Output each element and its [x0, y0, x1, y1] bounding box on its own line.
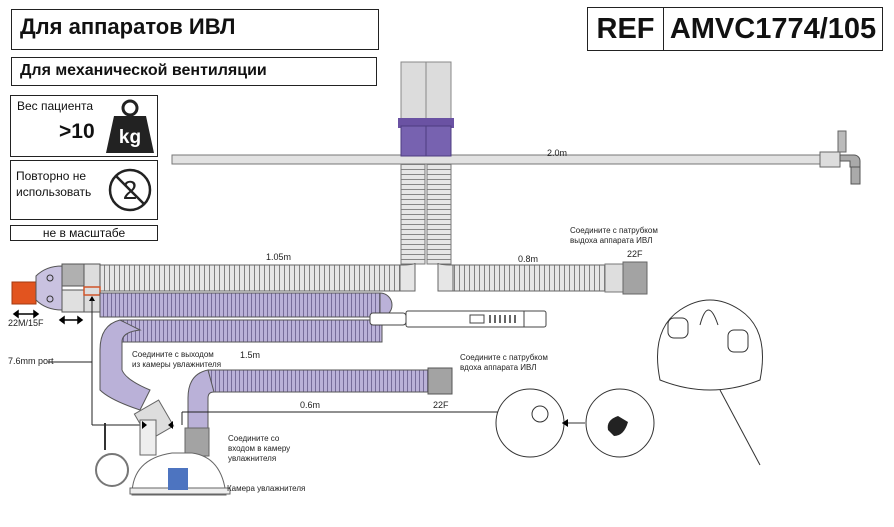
page-title: Для аппаратов ИВЛ [20, 14, 236, 39]
ref-label: REF [588, 8, 664, 50]
patient-weight-label: Вес пациента [17, 99, 94, 113]
label-tube-inspiratory-length: 1.5m [240, 350, 261, 360]
not-to-scale-box: не в масштабе [10, 225, 158, 241]
label-inspiratory-connect: Соедините с патрубком вдоха аппарата ИВЛ [460, 353, 548, 372]
label-inspiratory-size: 22F [433, 400, 449, 410]
label-tube-expiratory-length: 1.05m [266, 252, 292, 262]
label-tube-short-length: 0.6m [300, 400, 321, 410]
label-port: 7.6mm port [8, 356, 54, 366]
subtitle-box: Для механической вентиляции [11, 57, 377, 86]
ref-box: REF AMVC1774/105 [587, 7, 883, 51]
not-to-scale-label: не в масштабе [42, 226, 126, 240]
y-piece [398, 61, 454, 265]
weight-icon: kg [106, 99, 154, 153]
label-humidifier-inlet-connect: Соедините со входом в камеру увлажнителя [228, 434, 291, 463]
patient-connector [11, 263, 101, 313]
port-line [48, 300, 498, 426]
humidifier-chamber [95, 399, 231, 496]
page-subtitle: Для механической вентиляции [20, 62, 267, 79]
title-box: Для аппаратов ИВЛ [11, 9, 379, 50]
weight-unit: kg [119, 127, 141, 148]
label-humidifier-chamber: Камера увлажнителя [227, 484, 306, 493]
do-not-reuse-box: Повторно не использовать 2 [10, 160, 158, 220]
expiratory-limb [99, 261, 648, 295]
do-not-reuse-icon: 2 [108, 168, 152, 212]
chamber-lid-illustration [657, 299, 763, 466]
ref-code: AMVC1774/105 [669, 12, 877, 45]
sampling-line-tube [171, 130, 861, 185]
label-expiratory-size: 22F [627, 249, 643, 259]
patient-weight-box: Вес пациента >10 kg [10, 95, 158, 157]
label-tube-right-length: 0.8m [518, 254, 539, 264]
connection-detail [495, 388, 655, 458]
label-expiratory-connect: Соедините с патрубком выдоха аппарата ИВ… [570, 226, 658, 245]
do-not-reuse-label: Повторно не использовать [16, 169, 92, 199]
dimension-arrows [12, 309, 84, 325]
label-patient-connector-size: 22M/15F [8, 318, 44, 328]
label-humidifier-outlet-connect: Соедините с выходом из камеры увлажнител… [132, 350, 222, 369]
inspiratory-limb [99, 292, 453, 429]
label-tube-top-length: 2.0m [547, 148, 568, 158]
temperature-probe [369, 310, 547, 328]
patient-weight-value: >10 [59, 120, 95, 143]
